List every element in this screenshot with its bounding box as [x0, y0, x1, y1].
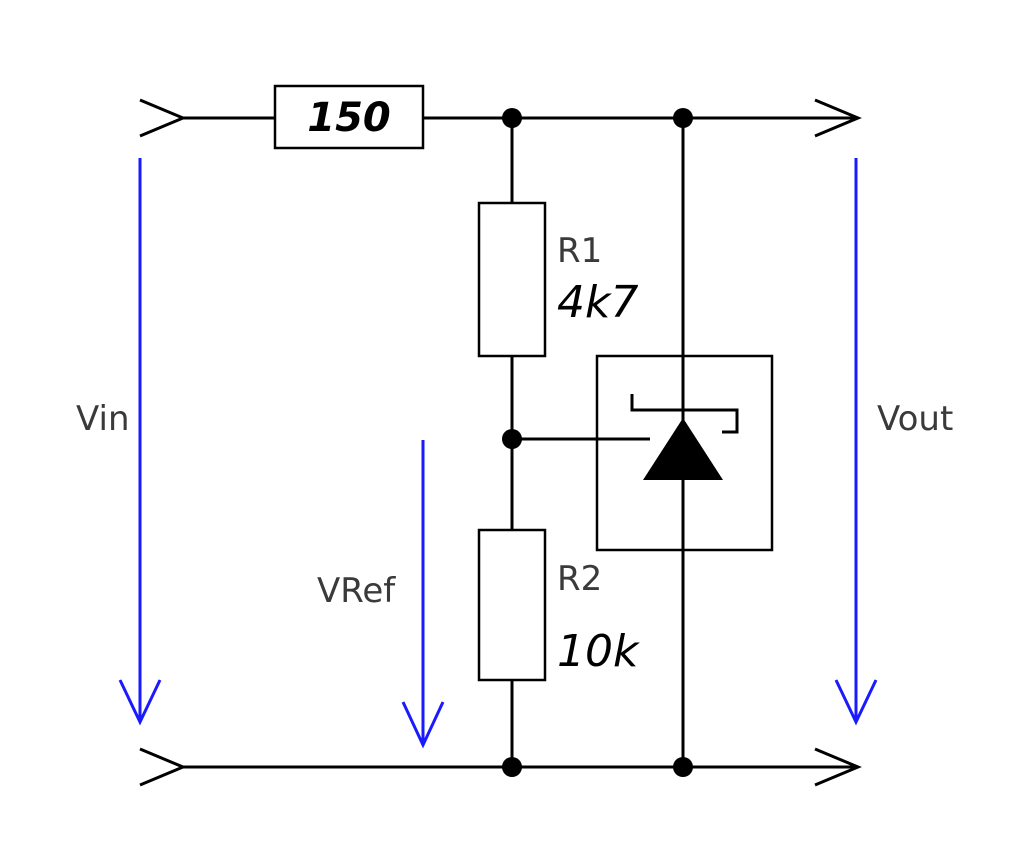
vref-arrow-icon: [401, 440, 445, 749]
junction-bottom-left: [502, 757, 522, 777]
series-resistor: [273, 84, 425, 150]
input-terminal-bottom-icon: [139, 747, 187, 787]
resistor-r2: [477, 528, 547, 682]
vout-arrow-icon: [834, 158, 878, 726]
junction-bottom-right: [673, 757, 693, 777]
junction-top-right: [673, 108, 693, 128]
input-terminal-top-icon: [139, 98, 187, 138]
r1-value: 4k7: [557, 277, 638, 328]
junction-top-left: [502, 108, 522, 128]
vout-label: Vout: [877, 399, 953, 439]
vref-label: VRef: [317, 571, 396, 611]
r1-name: R1: [557, 231, 602, 271]
r2-value: 10k: [557, 626, 640, 677]
resistor-r1: [477, 201, 547, 358]
regulator-triangle-icon: [643, 418, 723, 480]
vin-label: Vin: [76, 399, 130, 439]
r2-name: R2: [557, 559, 602, 599]
series-resistor-value: 150: [307, 95, 391, 141]
junction-mid: [502, 429, 522, 449]
shunt-regulator-icon: [595, 354, 774, 552]
vin-arrow-icon: [118, 158, 162, 726]
